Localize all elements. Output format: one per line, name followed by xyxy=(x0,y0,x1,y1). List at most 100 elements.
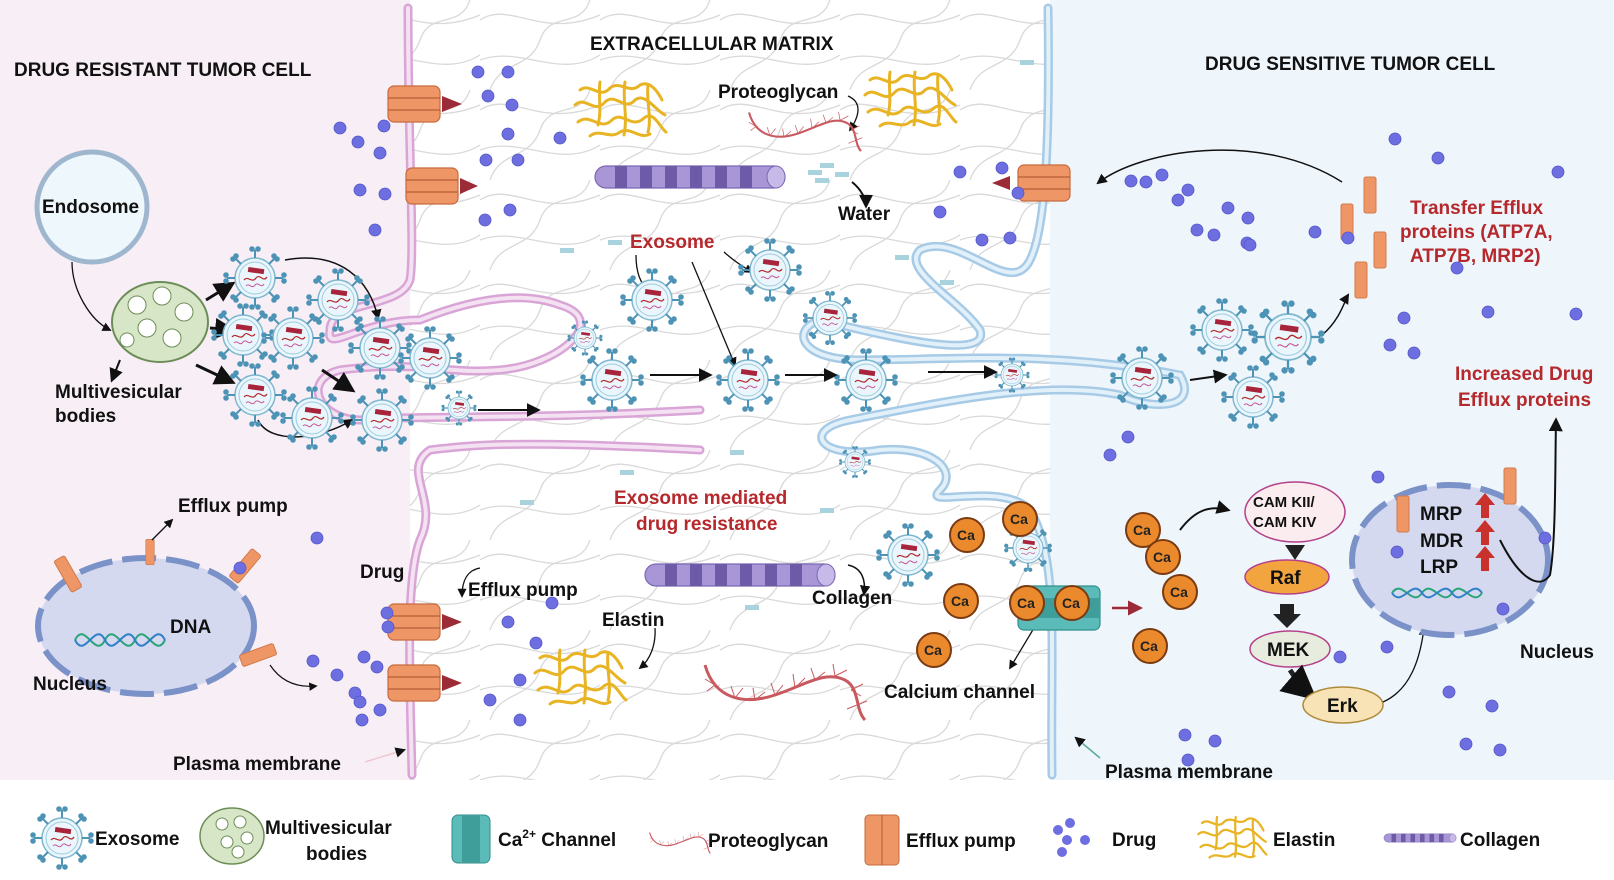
drug-molecule xyxy=(545,596,559,610)
calcium-ion-label: Ca xyxy=(924,642,942,658)
elastin-label: Elastin xyxy=(602,610,664,631)
drug-molecule xyxy=(1493,743,1507,757)
elastin-pointer-arrow xyxy=(638,627,656,670)
legend: Exosome Multivesicular bodies Ca2+ Chann… xyxy=(30,806,1540,870)
exosome-curve-arrow-top xyxy=(284,257,382,321)
legend-ca-channel-label: Ca2+ Channel xyxy=(498,827,616,851)
drug-molecule xyxy=(933,205,947,219)
dna-label: DNA xyxy=(170,617,211,638)
legend-item-ca-channel: Ca2+ Channel xyxy=(451,814,616,864)
mvb-label-line1: Multivesicular xyxy=(55,382,182,403)
drug-molecule xyxy=(975,233,989,247)
nucleus-label-left: Nucleus xyxy=(33,674,107,695)
drug-molecule xyxy=(353,183,367,197)
mvb-arrow xyxy=(109,359,123,383)
drug-molecule xyxy=(233,561,247,575)
drug-molecule xyxy=(1333,650,1347,664)
efflux-direction-arrow-right xyxy=(992,176,1010,190)
drug-molecule xyxy=(513,713,527,727)
calcium-ion: Ca xyxy=(1009,585,1045,621)
plasma-membrane-label-right: Plasma membrane xyxy=(1105,762,1273,783)
increased-efflux-label-line2: Efflux proteins xyxy=(1458,390,1591,411)
drug-molecule xyxy=(1442,685,1456,699)
legend-item-drug: Drug xyxy=(1053,818,1156,857)
increased-efflux-arrow xyxy=(1499,417,1563,583)
dna-icon-right xyxy=(1391,587,1483,599)
efflux-pump-right-membrane xyxy=(1017,164,1071,202)
calcium-ion-label: Ca xyxy=(957,527,975,543)
calcium-ion-label: Ca xyxy=(951,593,969,609)
resistant-cell-title: DRUG RESISTANT TUMOR CELL xyxy=(14,60,312,81)
drug-molecule xyxy=(501,65,515,79)
drug-molecule xyxy=(1551,165,1565,179)
calcium-ion-label: Ca xyxy=(1170,584,1188,600)
drug-molecule xyxy=(1407,346,1421,360)
drug-molecule xyxy=(310,531,324,545)
drug-molecule xyxy=(1371,470,1385,484)
collagen-pointer-arrow xyxy=(847,564,871,597)
nucleus-efflux-arrow xyxy=(151,518,174,541)
drug-molecule xyxy=(1308,225,1322,239)
erk-node xyxy=(1302,686,1384,724)
exosome-curve-arrow-bottom xyxy=(257,418,354,438)
calcium-ion: Ca xyxy=(1125,512,1161,548)
calcium-ion-label: Ca xyxy=(1133,522,1151,538)
drug-molecule xyxy=(1390,545,1404,559)
drug-molecule xyxy=(306,654,320,668)
legend-elastin-label: Elastin xyxy=(1273,830,1335,851)
drug-molecule xyxy=(511,153,525,167)
legend-efflux-pump-label: Efflux pump xyxy=(906,831,1016,852)
drug-label: Drug xyxy=(360,562,404,583)
collagen-bottom xyxy=(644,563,836,587)
drug-molecule xyxy=(505,98,519,112)
raf-to-mek-arrow xyxy=(1273,604,1301,628)
water-molecules xyxy=(520,60,1034,610)
drug-molecule xyxy=(1181,183,1195,197)
drug-molecule xyxy=(471,65,485,79)
endosome-label: Endosome xyxy=(42,197,139,218)
camk-label-line1: CAM KII/ xyxy=(1253,494,1315,511)
calcium-ion-label: Ca xyxy=(1140,638,1158,654)
drug-molecule xyxy=(1459,737,1473,751)
drug-molecule xyxy=(1538,531,1552,545)
endosome-icon xyxy=(34,149,150,265)
calcium-ion-label: Ca xyxy=(1010,511,1028,527)
drug-molecule xyxy=(355,713,369,727)
ecm-title: EXTRACELLULAR MATRIX xyxy=(590,34,834,55)
drug-molecules xyxy=(233,65,1583,767)
drug-molecule xyxy=(1171,193,1185,207)
drug-molecule xyxy=(333,121,347,135)
legend-item-collagen: Collagen xyxy=(1383,830,1540,851)
upregulation-arrows xyxy=(1475,493,1495,571)
drug-molecule xyxy=(553,131,567,145)
legend-item-elastin: Elastin xyxy=(1197,815,1335,859)
legend-item-efflux-pump: Efflux pump xyxy=(864,814,1016,866)
drug-molecule xyxy=(1139,175,1153,189)
calcium-ion: Ca xyxy=(1002,501,1038,537)
calcium-ion: Ca xyxy=(916,632,952,668)
dna-icon xyxy=(74,633,166,647)
drug-molecule xyxy=(1569,307,1583,321)
sensitive-cell-title: DRUG SENSITIVE TUMOR CELL xyxy=(1205,54,1496,75)
calcium-channel-pointer-arrow xyxy=(1009,627,1035,670)
drug-molecule xyxy=(1124,174,1138,188)
legend-item-proteoglycan: Proteoglycan xyxy=(649,831,828,854)
calcium-ion: Ca xyxy=(949,517,985,553)
drug-molecule xyxy=(1380,640,1394,654)
endosome-to-mvb-arrow xyxy=(71,261,112,331)
mdr-label: MDR xyxy=(1420,531,1464,552)
drug-molecule xyxy=(1221,201,1235,215)
raf-label: Raf xyxy=(1270,568,1301,589)
calcium-ion: Ca xyxy=(1162,574,1198,610)
drug-molecule xyxy=(330,668,344,682)
erk-to-nucleus-arrow xyxy=(1382,626,1428,703)
drug-molecule xyxy=(1103,448,1117,462)
drug-molecule xyxy=(501,615,515,629)
plasma-membrane-label-left: Plasma membrane xyxy=(173,754,341,775)
drug-molecule xyxy=(1003,231,1017,245)
ca-to-camk-arrow xyxy=(1179,500,1231,531)
exosome-release-arrows xyxy=(195,281,356,393)
drug-molecule xyxy=(1011,186,1025,200)
